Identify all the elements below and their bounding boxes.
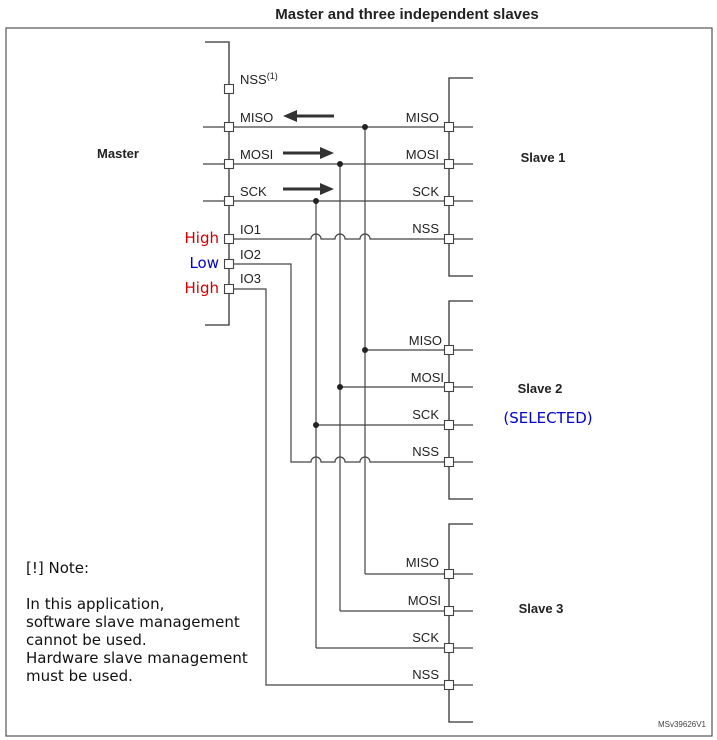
slave-2-block: Slave 2 (SELECTED) MISO MOSI SCK NSS bbox=[409, 300, 593, 500]
slave-3-bus bbox=[448, 523, 473, 723]
master-nss-footnote: (1) bbox=[267, 71, 278, 81]
slave-1-miso-label: MISO bbox=[406, 110, 439, 125]
io1-to-slave1-nss-wire bbox=[229, 233, 473, 240]
mosi-arrow-right bbox=[283, 147, 334, 159]
master-sck-label: SCK bbox=[240, 184, 267, 199]
slave-2-mosi-label: MOSI bbox=[411, 370, 444, 385]
io3-level-high: High bbox=[185, 279, 219, 297]
slave-1-block: Slave 1 MISO MOSI SCK NSS bbox=[406, 77, 566, 277]
note-block: [!] Note: In this application, software … bbox=[26, 559, 248, 685]
master-bus bbox=[205, 41, 230, 326]
diagram-frame bbox=[5, 27, 713, 737]
slave-1-mosi-label: MOSI bbox=[406, 147, 439, 162]
note-line-1: In this application, bbox=[26, 595, 164, 613]
diagram-title: Master and three independent slaves bbox=[275, 6, 538, 23]
slave-2-nss-label: NSS bbox=[412, 444, 439, 459]
slave-3-label: Slave 3 bbox=[519, 601, 564, 616]
slave-2-miso-label: MISO bbox=[409, 333, 442, 348]
slave-2-sck-label: SCK bbox=[412, 407, 439, 422]
io2-level-low: Low bbox=[189, 254, 219, 272]
master-block: Master NSS(1) MISO MOSI SCK IO1 IO2 IO3 … bbox=[97, 41, 334, 326]
slave-3-nss-label: NSS bbox=[412, 667, 439, 682]
io2-to-slave2-nss-wire bbox=[229, 263, 473, 463]
sck-arrow-right bbox=[283, 183, 334, 195]
master-mosi-label: MOSI bbox=[240, 147, 273, 162]
note-line-2: software slave management bbox=[26, 613, 240, 631]
slave-1-label: Slave 1 bbox=[521, 150, 566, 165]
document-code: MSv39626V1 bbox=[658, 720, 707, 729]
note-line-5: must be used. bbox=[26, 667, 133, 685]
master-nss-label: NSS(1) bbox=[240, 71, 278, 87]
io3-to-slave3-nss-wire bbox=[229, 288, 473, 686]
slave-3-block: Slave 3 MISO MOSI SCK NSS bbox=[406, 523, 564, 723]
note-heading: [!] Note: bbox=[26, 559, 89, 577]
master-label: Master bbox=[97, 146, 139, 161]
ports bbox=[223, 83, 455, 691]
wires bbox=[203, 124, 473, 686]
slave-2-label: Slave 2 bbox=[518, 381, 563, 396]
slave-3-sck-label: SCK bbox=[412, 630, 439, 645]
slave-1-bus bbox=[448, 77, 473, 277]
master-io3-label: IO3 bbox=[240, 271, 261, 286]
slave-2-selected-status: (SELECTED) bbox=[503, 409, 592, 427]
slave-1-sck-label: SCK bbox=[412, 184, 439, 199]
master-io2-label: IO2 bbox=[240, 247, 261, 262]
io1-level-high: High bbox=[185, 229, 219, 247]
slave-2-bus bbox=[448, 300, 473, 500]
slave-1-nss-label: NSS bbox=[412, 221, 439, 236]
slave-3-miso-label: MISO bbox=[406, 555, 439, 570]
master-io1-label: IO1 bbox=[240, 222, 261, 237]
note-line-3: cannot be used. bbox=[26, 631, 147, 649]
miso-arrow-left bbox=[283, 110, 334, 122]
master-miso-label: MISO bbox=[240, 110, 273, 125]
note-line-4: Hardware slave management bbox=[26, 649, 248, 667]
slave-3-mosi-label: MOSI bbox=[408, 593, 441, 608]
